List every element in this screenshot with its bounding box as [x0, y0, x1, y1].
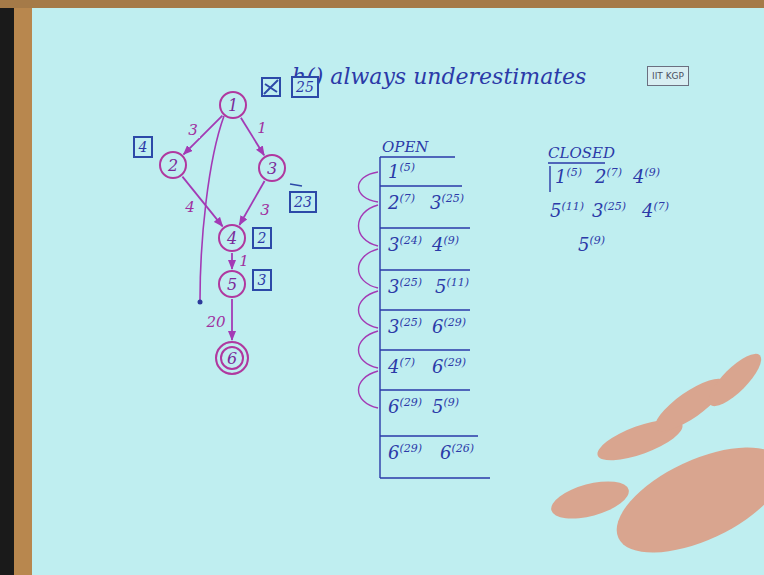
- open-list-lines: [380, 157, 490, 478]
- node-text: 6: [227, 349, 237, 368]
- list-entry: 6(26): [440, 442, 474, 464]
- list-entry: 3(25): [592, 200, 626, 222]
- annotation-line: [200, 116, 224, 300]
- list-entry: 5(9): [578, 234, 605, 256]
- logo-box: IIT KGP: [647, 66, 689, 86]
- edge-cost: 1: [255, 120, 269, 137]
- heuristic-box: 4: [133, 136, 153, 158]
- list-entry: 6(29): [388, 396, 422, 418]
- heuristic-box: 25: [291, 76, 319, 98]
- list-entry: 1(5): [388, 161, 415, 183]
- heuristic-box: 23: [289, 191, 317, 213]
- list-entry: 4(9): [633, 166, 660, 188]
- list-entry: 3(25): [388, 316, 422, 338]
- node-text: 1: [228, 96, 238, 115]
- annotation-dot: [198, 300, 203, 305]
- pointer-mark: [290, 184, 302, 186]
- list-entry: 3(25): [388, 276, 422, 298]
- list-entry: 5(11): [550, 200, 584, 222]
- list-entry: 5(11): [435, 276, 469, 298]
- wood-top: [0, 0, 764, 8]
- node-text: 2: [168, 156, 178, 175]
- list-entry: 6(29): [432, 316, 466, 338]
- search-edge: [231, 253, 233, 269]
- node-text: 25: [296, 79, 314, 95]
- open-brackets: [359, 172, 379, 408]
- search-edge: [182, 177, 222, 227]
- list-entry: 4(9): [432, 234, 459, 256]
- goal-node: 6: [215, 341, 249, 375]
- search-node: 5: [218, 270, 246, 298]
- node-text: 5: [227, 275, 237, 294]
- frame-edge: [0, 0, 14, 575]
- edge-cost: 20: [204, 314, 227, 331]
- node-text: 4: [227, 229, 237, 248]
- list-entry: 6(29): [432, 356, 466, 378]
- list-entry: 2(7): [388, 192, 415, 214]
- list-entry: 4(7): [642, 200, 669, 222]
- list-entry: 2(7): [595, 166, 622, 188]
- search-edge: [231, 299, 233, 340]
- list-entry: 4(7): [388, 356, 415, 378]
- scribble: [264, 80, 278, 94]
- list-entry: 5(9): [432, 396, 459, 418]
- edge-cost: 3: [258, 202, 272, 219]
- search-edge: [184, 116, 223, 155]
- search-node: 2: [159, 151, 187, 179]
- crossed-box: [262, 78, 280, 96]
- list-entry: 1(5): [555, 166, 582, 188]
- node-text: 3: [258, 272, 267, 288]
- title: h() always underestimates: [292, 64, 586, 90]
- node-text: 23: [294, 194, 312, 210]
- heuristic-box: 2: [252, 227, 272, 249]
- node-text: IIT KGP: [652, 71, 684, 81]
- wood-strip: [14, 0, 32, 575]
- hand: [547, 347, 764, 575]
- node-text: 4: [139, 139, 148, 155]
- node-text: 2: [258, 230, 267, 246]
- list-entry: 3(24): [388, 234, 422, 256]
- edge-cost: 1: [237, 253, 251, 270]
- list-header: OPEN: [382, 138, 428, 156]
- search-node: 1: [219, 91, 247, 119]
- heuristic-box: 3: [252, 269, 272, 291]
- list-header: CLOSED: [548, 144, 615, 162]
- search-node: 4: [218, 224, 246, 252]
- edge-cost: 3: [186, 122, 200, 139]
- edge-cost: 4: [183, 199, 197, 216]
- search-node: 3: [258, 154, 286, 182]
- list-entry: 3(25): [430, 192, 464, 214]
- list-entry: 6(29): [388, 442, 422, 464]
- node-text: 3: [267, 159, 277, 178]
